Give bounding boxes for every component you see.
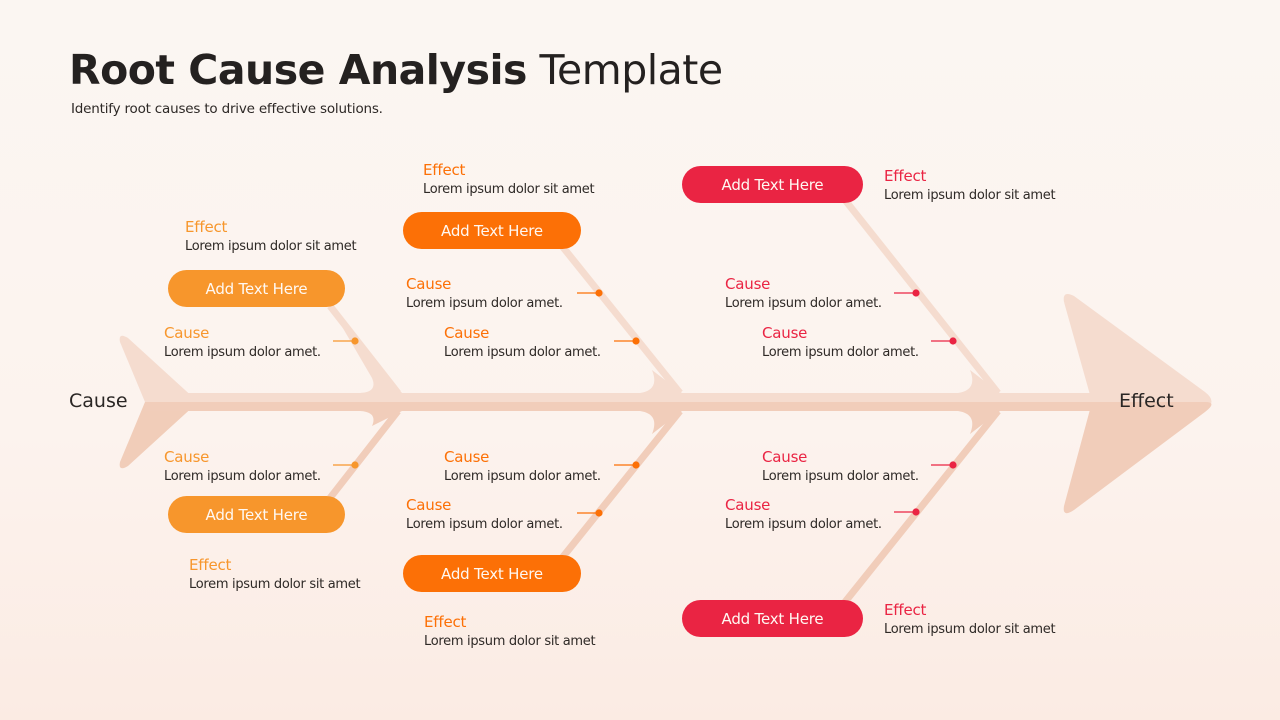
lower-bones: [327, 408, 1001, 605]
cause-block: Cause Lorem ipsum dolor amet.: [164, 323, 321, 362]
branch-pill-button[interactable]: Add Text Here: [168, 270, 345, 307]
cause-block: Cause Lorem ipsum dolor amet.: [406, 274, 563, 313]
upper-bones: [327, 197, 1001, 396]
branch-pill-button[interactable]: Add Text Here: [682, 166, 863, 203]
effect-block: Effect Lorem ipsum dolor sit amet: [185, 217, 357, 256]
cause-heading: Cause: [164, 448, 210, 466]
effect-heading: Effect: [185, 218, 228, 236]
cause-heading: Cause: [444, 448, 490, 466]
effect-block: Effect Lorem ipsum dolor sit amet: [424, 612, 596, 651]
fish-head-icon: [1063, 294, 1212, 514]
cause-text: Lorem ipsum dolor amet.: [762, 345, 919, 360]
cause-text: Lorem ipsum dolor amet.: [164, 469, 321, 484]
branch-pill-button[interactable]: Add Text Here: [403, 212, 581, 249]
cause-heading: Cause: [762, 324, 808, 342]
cause-block: Cause Lorem ipsum dolor amet.: [762, 447, 919, 486]
cause-block: Cause Lorem ipsum dolor amet.: [725, 495, 882, 534]
effect-text: Lorem ipsum dolor sit amet: [185, 239, 357, 254]
effect-heading: Effect: [423, 161, 466, 179]
effect-block: Effect Lorem ipsum dolor sit amet: [189, 555, 361, 594]
cause-heading: Cause: [725, 275, 771, 293]
cause-heading: Cause: [725, 496, 771, 514]
branch-pill-button[interactable]: Add Text Here: [403, 555, 581, 592]
effect-text: Lorem ipsum dolor sit amet: [189, 577, 361, 592]
cause-heading: Cause: [406, 496, 452, 514]
cause-text: Lorem ipsum dolor amet.: [444, 345, 601, 360]
effect-text: Lorem ipsum dolor sit amet: [884, 188, 1056, 203]
cause-heading: Cause: [762, 448, 808, 466]
cause-heading: Cause: [164, 324, 210, 342]
effect-block: Effect Lorem ipsum dolor sit amet: [884, 600, 1056, 639]
cause-block: Cause Lorem ipsum dolor amet.: [164, 447, 321, 486]
cause-text: Lorem ipsum dolor amet.: [762, 469, 919, 484]
branch-pill-button[interactable]: Add Text Here: [168, 496, 345, 533]
effect-block: Effect Lorem ipsum dolor sit amet: [884, 166, 1056, 205]
head-label: Effect: [1119, 390, 1174, 412]
effect-text: Lorem ipsum dolor sit amet: [884, 622, 1056, 637]
cause-heading: Cause: [444, 324, 490, 342]
effect-heading: Effect: [884, 601, 927, 619]
effect-text: Lorem ipsum dolor sit amet: [424, 634, 596, 649]
cause-text: Lorem ipsum dolor amet.: [725, 517, 882, 532]
effect-heading: Effect: [189, 556, 232, 574]
cause-heading: Cause: [406, 275, 452, 293]
effect-block: Effect Lorem ipsum dolor sit amet: [423, 160, 595, 199]
cause-text: Lorem ipsum dolor amet.: [444, 469, 601, 484]
branch-pill-button[interactable]: Add Text Here: [682, 600, 863, 637]
cause-text: Lorem ipsum dolor amet.: [406, 296, 563, 311]
cause-block: Cause Lorem ipsum dolor amet.: [762, 323, 919, 362]
cause-text: Lorem ipsum dolor amet.: [406, 517, 563, 532]
tail-label: Cause: [69, 390, 128, 412]
cause-text: Lorem ipsum dolor amet.: [725, 296, 882, 311]
title-bold: Root Cause Analysis: [69, 46, 527, 94]
effect-text: Lorem ipsum dolor sit amet: [423, 182, 595, 197]
cause-text: Lorem ipsum dolor amet.: [164, 345, 321, 360]
fish-tail-icon: [119, 335, 196, 469]
title-light: Template: [539, 46, 723, 94]
page-subtitle: Identify root causes to drive effective …: [71, 101, 383, 117]
cause-block: Cause Lorem ipsum dolor amet.: [444, 323, 601, 362]
effect-heading: Effect: [884, 167, 927, 185]
cause-block: Cause Lorem ipsum dolor amet.: [725, 274, 882, 313]
spine: [145, 393, 1145, 411]
cause-connectors: [333, 289, 957, 517]
cause-block: Cause Lorem ipsum dolor amet.: [406, 495, 563, 534]
cause-block: Cause Lorem ipsum dolor amet.: [444, 447, 601, 486]
effect-heading: Effect: [424, 613, 467, 631]
page-title: Root Cause Analysis Template: [69, 44, 723, 96]
